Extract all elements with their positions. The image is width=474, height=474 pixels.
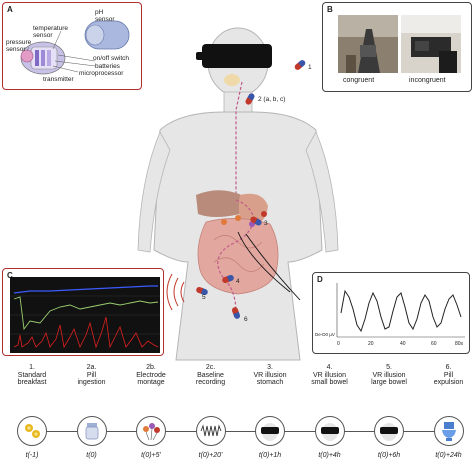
vr-headset-icon	[316, 417, 344, 450]
timeline-step-circle	[374, 416, 404, 446]
waveform-icon	[197, 417, 225, 450]
timeline-step-circle	[17, 416, 47, 446]
electrodes-icon	[137, 417, 165, 450]
vr-headset-icon	[256, 417, 284, 450]
vr-headset-icon	[202, 44, 272, 68]
timeline-step-circle	[315, 416, 345, 446]
timeline-step-time: t(0)+20'	[186, 452, 236, 459]
timeline-step-circle	[434, 416, 464, 446]
body-marker-5: 5	[202, 294, 206, 301]
panel-d-x-tick-0: 0	[337, 341, 340, 348]
vr-strap	[196, 52, 206, 60]
timeline-step-time: t(0)+24h	[424, 452, 474, 459]
timeline-step-time: t(0)+6h	[364, 452, 414, 459]
timeline-step-circle	[136, 416, 166, 446]
panel-d-x-tick-1: 20	[368, 341, 374, 348]
panel-d-x-tick-2: 40	[400, 341, 406, 348]
timeline-step-time: t(0)+1h	[245, 452, 295, 459]
breakfast-icon	[18, 417, 46, 450]
timeline-step-time: t(-1)	[7, 452, 57, 459]
body-marker-6: 6	[244, 316, 248, 323]
timeline-step-label: 6. Pill expulsion	[414, 364, 474, 387]
panel-c: C	[2, 268, 164, 356]
body-marker-1: 1	[308, 64, 312, 71]
body-marker-3: 3	[264, 220, 268, 227]
panel-d-x-tick-3: 60	[431, 341, 437, 348]
panel-d: D De-D0 µV 0 20 40 60 80s	[312, 272, 470, 354]
toilet-icon	[435, 417, 463, 450]
vr-headset-icon	[375, 417, 403, 450]
body-marker-2: 2 (a, b, c)	[258, 96, 285, 103]
panel-d-x-tick-4: 80s	[455, 341, 463, 348]
timeline-step-circle	[196, 416, 226, 446]
timeline-step-circle	[255, 416, 285, 446]
pill-bottle-icon	[78, 417, 106, 450]
pill-recording-plot	[10, 277, 160, 353]
timeline-step-time: t(0)	[67, 452, 117, 459]
body-marker-4: 4	[236, 278, 240, 285]
timeline-step-time: t(0)+5'	[126, 452, 176, 459]
timeline-step-time: t(0)+4h	[305, 452, 355, 459]
timeline-step-circle	[77, 416, 107, 446]
panel-d-y-label: De-D0 µV	[315, 331, 335, 338]
